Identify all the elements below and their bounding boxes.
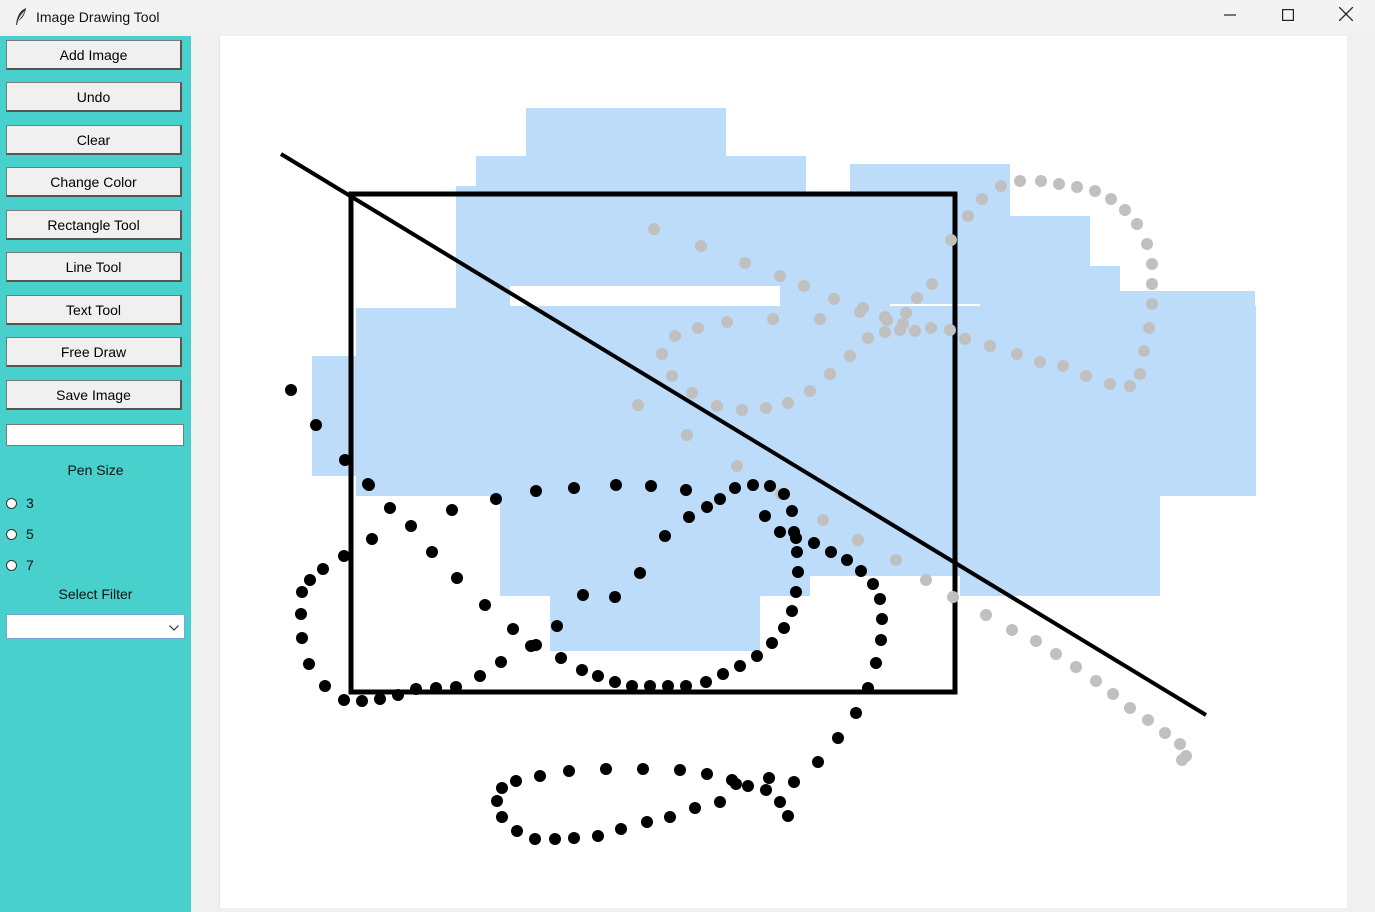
undo-button[interactable]: Undo — [6, 82, 182, 112]
pen-size-option-label: 3 — [26, 495, 34, 511]
maximize-button[interactable] — [1259, 0, 1317, 33]
radio-circle-icon[interactable] — [6, 528, 17, 540]
select-filter-label: Select Filter — [58, 586, 133, 602]
radio-circle-icon[interactable] — [6, 559, 17, 571]
pen-size-label: Pen Size — [67, 462, 124, 478]
filter-dropdown[interactable] — [6, 614, 185, 639]
pen-size-option-7[interactable]: 7 — [6, 557, 34, 573]
title-bar: Image Drawing Tool — [0, 0, 1375, 33]
text-entry-field[interactable] — [6, 424, 184, 446]
pen-size-option-label: 7 — [26, 557, 34, 573]
window-title: Image Drawing Tool — [36, 8, 160, 25]
canvas-drawing[interactable] — [220, 36, 1347, 908]
add-image-button[interactable]: Add Image — [6, 40, 182, 70]
pen-size-option-5[interactable]: 5 — [6, 526, 34, 542]
window-controls — [1201, 0, 1375, 33]
chevron-down-icon — [169, 618, 179, 636]
rectangle-tool-button[interactable]: Rectangle Tool — [6, 210, 182, 240]
drawn-rectangle — [348, 191, 958, 695]
text-tool-button[interactable]: Text Tool — [6, 295, 182, 325]
pen-size-option-label: 5 — [26, 526, 34, 542]
drawing-canvas[interactable] — [219, 36, 1347, 908]
close-button[interactable] — [1317, 0, 1375, 33]
feather-icon — [10, 6, 32, 28]
maximize-icon — [1282, 8, 1295, 26]
clear-button[interactable]: Clear — [6, 125, 182, 155]
drawn-line — [279, 152, 1208, 717]
radio-circle-icon[interactable] — [6, 497, 17, 509]
gray-free-draw-stroke — [632, 175, 1192, 766]
minimize-icon — [1224, 8, 1236, 26]
tool-sidebar: Add Image Undo Clear Change Color Rectan… — [0, 36, 191, 912]
minimize-button[interactable] — [1201, 0, 1259, 33]
change-color-button[interactable]: Change Color — [6, 167, 182, 197]
save-image-button[interactable]: Save Image — [6, 380, 182, 410]
free-draw-button[interactable]: Free Draw — [6, 337, 182, 367]
line-tool-button[interactable]: Line Tool — [6, 252, 182, 282]
close-icon — [1338, 6, 1354, 26]
black-free-draw-stroke — [285, 384, 888, 845]
pen-size-option-3[interactable]: 3 — [6, 495, 34, 511]
